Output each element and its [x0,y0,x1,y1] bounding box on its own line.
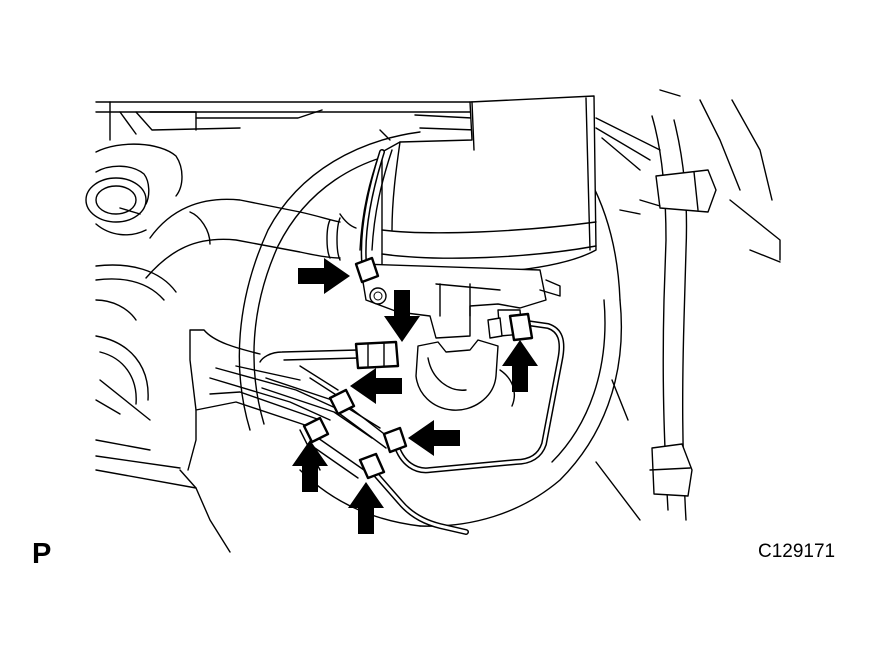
flare-nut-bottom [358,452,386,480]
left-engine-components [85,143,231,553]
flare-nut-lower-left-bundle [302,416,330,444]
flare-nut-reservoir [354,256,380,284]
flare-nut-upper-left-bundle [328,388,356,416]
arrow-up-1 [502,340,538,392]
master-cylinder [339,95,597,411]
figure-code-label: C129171 [758,541,836,562]
flare-nut-right-bundle [382,426,408,454]
flare-nut-right [508,312,534,342]
vacuum-hose [145,198,341,279]
right-side-harness [595,89,781,521]
arrow-left-1 [350,368,402,404]
arrow-down-1 [384,290,420,342]
flare-nuts [302,256,534,480]
arrow-up-3 [348,482,384,534]
view-letter-label: P [32,538,52,570]
arrow-left-2 [408,420,460,456]
flare-nut-center [354,340,400,370]
arrow-right-1 [298,258,350,294]
indicator-arrows [292,258,538,534]
arrow-up-2 [292,440,328,492]
